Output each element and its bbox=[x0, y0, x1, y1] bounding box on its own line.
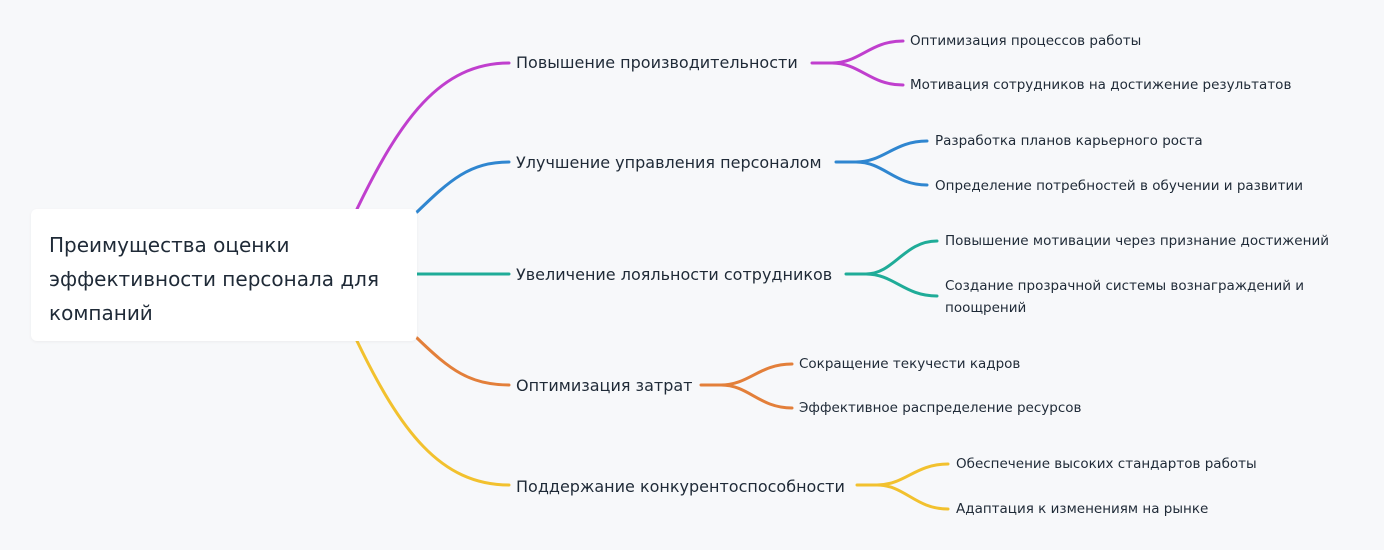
leaf-node-career-plans[interactable]: Разработка планов карьерного роста bbox=[935, 133, 1203, 149]
connector-branch-0-leaf-0 bbox=[810, 39, 905, 65]
connector-branch-1-leaf-1 bbox=[854, 160, 929, 187]
leaf-node-recognition-motivation[interactable]: Повышение мотивации через признание дост… bbox=[945, 233, 1329, 249]
leaf-node-turnover-reduction[interactable]: Сокращение текучести кадров bbox=[799, 356, 1021, 372]
connector-branch-2-leaf-0 bbox=[844, 239, 939, 276]
connector-branch-1-leaf-0 bbox=[834, 139, 929, 164]
leaf-node-resource-allocation[interactable]: Эффективное распределение ресурсов bbox=[799, 400, 1082, 416]
connector-root-branch-0 bbox=[355, 61, 511, 211]
connector-branch-4-leaf-1 bbox=[875, 483, 950, 511]
connector-branch-2-leaf-1 bbox=[864, 272, 939, 298]
branch-node-productivity[interactable]: Повышение производительности bbox=[516, 53, 798, 72]
connector-root-branch-3 bbox=[415, 336, 511, 387]
leaf-node-high-standards[interactable]: Обеспечение высоких стандартов работы bbox=[956, 456, 1257, 472]
leaf-node-reward-system[interactable]: Создание прозрачной системы вознагражден… bbox=[945, 278, 1305, 316]
root-node[interactable]: Преимущества оценки эффективности персон… bbox=[31, 209, 417, 341]
branch-node-cost-optimization[interactable]: Оптимизация затрат bbox=[516, 376, 693, 395]
connector-root-branch-1 bbox=[415, 160, 511, 214]
leaf-node-process-optimization[interactable]: Оптимизация процессов работы bbox=[910, 33, 1142, 49]
branch-node-competitiveness[interactable]: Поддержание конкурентоспособности bbox=[516, 477, 845, 496]
leaf-node-employee-motivation[interactable]: Мотивация сотрудников на достижение резу… bbox=[910, 77, 1292, 93]
branch-node-personnel-management[interactable]: Улучшение управления персоналом bbox=[516, 153, 822, 172]
leaf-node-market-adaptation[interactable]: Адаптация к изменениям на рынке bbox=[956, 501, 1209, 517]
connector-root-branch-4 bbox=[355, 339, 511, 487]
leaf-node-training-needs[interactable]: Определение потребностей в обучении и ра… bbox=[935, 178, 1303, 194]
connector-branch-3-leaf-1 bbox=[719, 383, 794, 410]
connector-branch-4-leaf-0 bbox=[855, 462, 950, 487]
branch-node-employee-loyalty[interactable]: Увеличение лояльности сотрудников bbox=[516, 265, 833, 284]
root-node-title: Преимущества оценки эффективности персон… bbox=[49, 233, 379, 325]
connector-branch-3-leaf-0 bbox=[699, 362, 794, 387]
connector-branch-0-leaf-1 bbox=[830, 61, 905, 87]
